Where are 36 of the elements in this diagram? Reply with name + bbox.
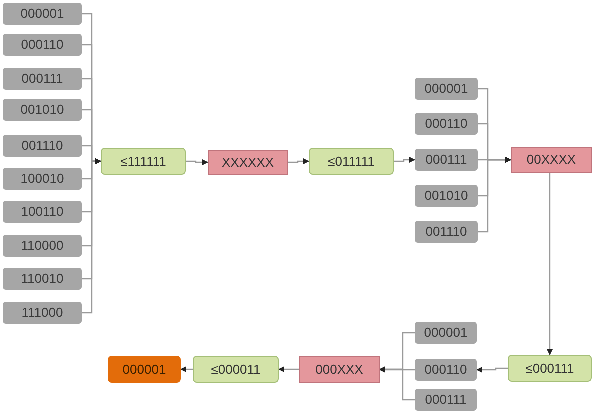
- code-box: 000001: [415, 322, 477, 344]
- connector-arrow: [547, 173, 553, 356]
- connector-arrow: [476, 367, 508, 373]
- code-box: 000111: [415, 149, 478, 171]
- code-box: 100010: [3, 168, 82, 190]
- code-box: 000001: [3, 3, 82, 25]
- code-box: 000110: [415, 359, 477, 381]
- connector-arrow: [288, 158, 310, 164]
- connector-arrow: [186, 160, 208, 166]
- threshold-box: ≤000011: [193, 356, 279, 383]
- code-box: 111000: [3, 302, 82, 324]
- code-box: 000111: [415, 389, 477, 411]
- code-box: 110010: [3, 268, 82, 290]
- connector-arrow: [394, 157, 416, 163]
- code-box: 001110: [3, 135, 82, 157]
- pattern-box: XXXXXX: [208, 150, 288, 175]
- connector-arrow: [478, 157, 512, 233]
- code-box: 001110: [415, 221, 478, 243]
- pattern-box: 000XXX: [299, 356, 380, 383]
- threshold-box: ≤111111: [101, 148, 186, 175]
- code-box: 110000: [3, 235, 82, 257]
- code-box: 000110: [415, 113, 478, 135]
- code-box: 001010: [3, 99, 82, 121]
- threshold-box: ≤011111: [309, 148, 394, 175]
- code-box: 000111: [3, 68, 82, 90]
- code-box: 001010: [415, 185, 478, 207]
- code-box: 000001: [415, 78, 478, 100]
- connector-arrow: [380, 367, 415, 373]
- threshold-box: ≤000111: [508, 355, 592, 382]
- connector-arrow: [278, 366, 299, 372]
- pattern-box: 00XXXX: [511, 147, 592, 173]
- connector-arrow: [180, 366, 193, 372]
- connector-arrow: [380, 366, 415, 401]
- code-box: 100110: [3, 201, 82, 223]
- code-box: 000110: [3, 34, 82, 56]
- result-box: 000001: [108, 356, 181, 383]
